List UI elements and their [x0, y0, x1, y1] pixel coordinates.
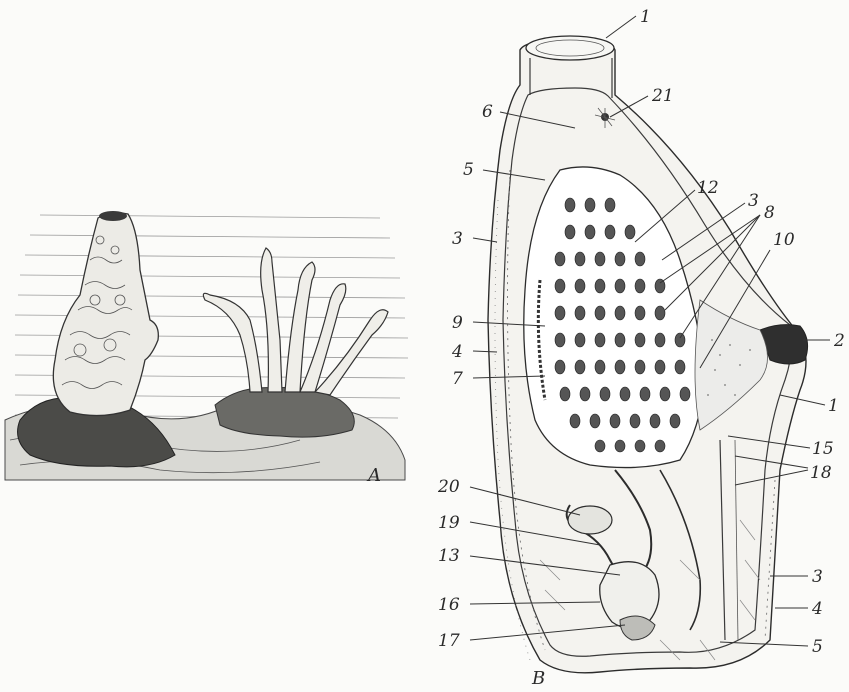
label-12: 12 [697, 178, 719, 198]
label-3-right-top: 3 [748, 191, 759, 211]
label-6: 6 [482, 102, 493, 122]
heart [568, 506, 612, 534]
panel-a-label: A [366, 465, 381, 486]
tube-colony-left [53, 213, 158, 416]
label-20: 20 [437, 477, 460, 497]
label-5-top: 5 [463, 160, 474, 180]
label-3-bottom: 3 [812, 567, 823, 587]
branching-colony-right [203, 248, 388, 395]
label-1-right: 1 [828, 396, 839, 416]
label-10: 10 [773, 230, 795, 250]
label-15: 15 [812, 439, 834, 459]
panel-a-illustration: A [5, 211, 408, 486]
label-4-left: 4 [451, 342, 463, 362]
label-9: 9 [452, 313, 463, 333]
label-3-left: 3 [452, 229, 463, 249]
label-5-bottom: 5 [812, 637, 823, 657]
label-18: 18 [810, 463, 832, 483]
label-21: 21 [651, 86, 674, 106]
label-17: 17 [438, 631, 460, 651]
label-19: 19 [438, 513, 460, 533]
rock-right [215, 388, 354, 438]
panel-b-illustration: B [488, 36, 808, 689]
label-8: 8 [764, 203, 775, 223]
panel-b-label: B [531, 668, 545, 689]
label-2: 2 [833, 331, 845, 351]
label-4-bottom: 4 [811, 599, 823, 619]
label-1-top: 1 [640, 7, 651, 27]
label-7: 7 [452, 369, 463, 389]
label-16: 16 [438, 595, 460, 615]
label-13: 13 [438, 546, 460, 566]
tube-opening-left [99, 211, 127, 221]
